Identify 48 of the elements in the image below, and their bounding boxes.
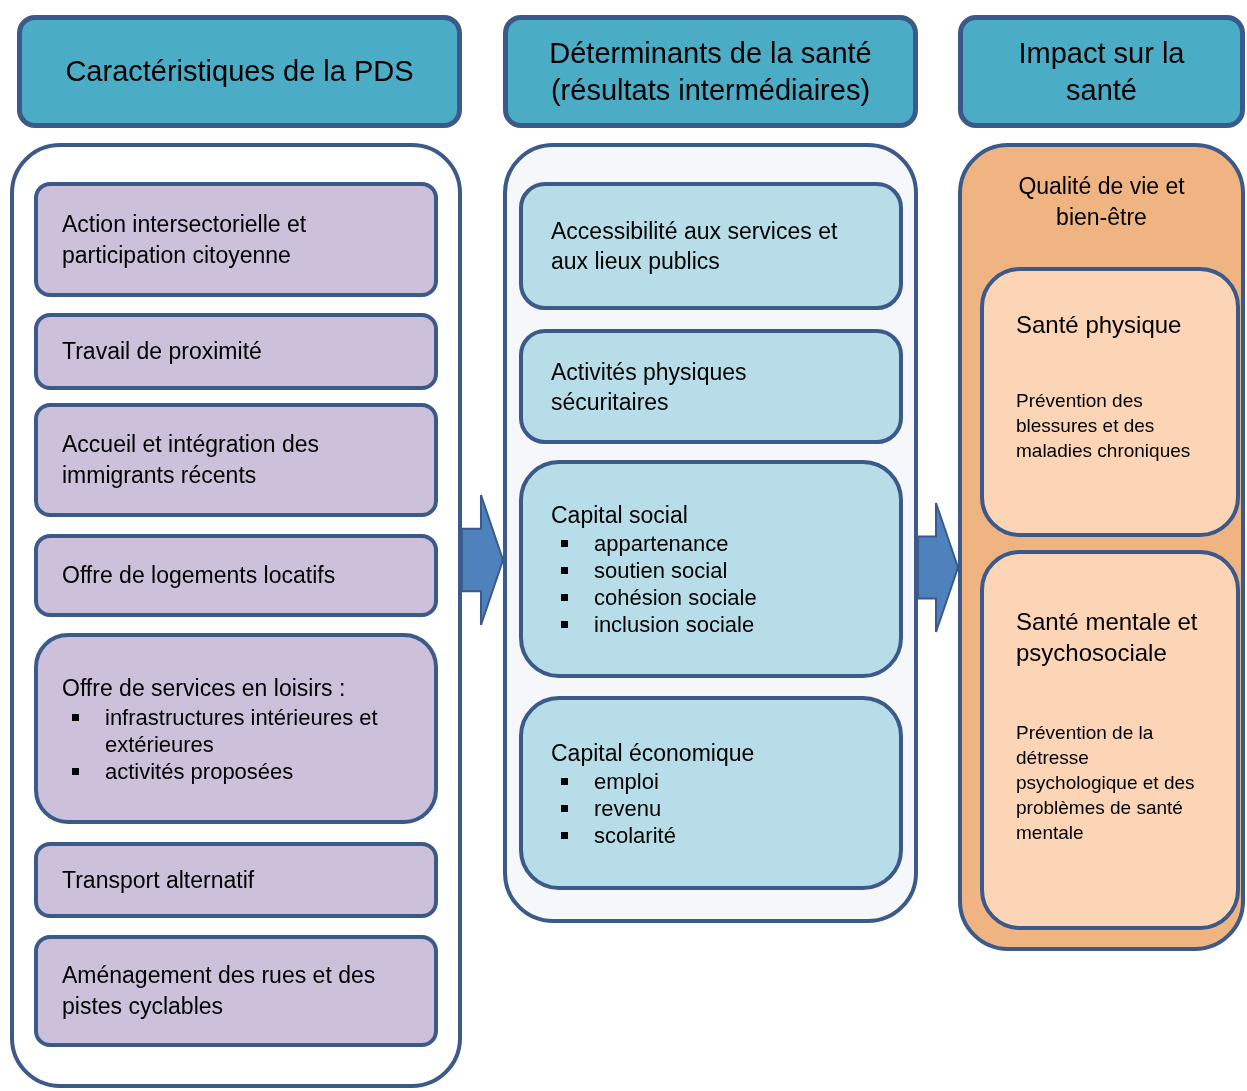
feature-box bbox=[34, 182, 438, 297]
box-heading: Santé mentale et psychosociale bbox=[1016, 607, 1199, 668]
impact-panel bbox=[958, 143, 1245, 951]
feature-box bbox=[34, 534, 438, 617]
bullet-item: emploi bbox=[594, 767, 659, 795]
column-panel bbox=[503, 143, 918, 923]
box-description: Prévention des blessures et des maladies chroniques bbox=[1016, 389, 1192, 463]
box-heading: Capital économique bbox=[551, 738, 756, 768]
bullet-item: scolarité bbox=[594, 821, 676, 849]
box-label: Impact sur la santé bbox=[1017, 35, 1186, 108]
box-label: Déterminants de la santé (résultats intermédiaires) bbox=[548, 35, 873, 108]
box-label: Accessibilité aux services et aux lieux publics bbox=[551, 217, 839, 276]
column-panel bbox=[10, 143, 462, 1088]
block-arrow bbox=[461, 494, 505, 626]
box-label: Offre de logements locatifs bbox=[62, 561, 337, 590]
block-arrow bbox=[917, 502, 960, 633]
box-label: Caractéristiques de la PDS bbox=[65, 54, 414, 89]
box-label: Aménagement des rues et des pistes cyclables bbox=[62, 961, 377, 1021]
determinant-box bbox=[519, 182, 903, 310]
box-label: Accueil et intégration des immigrants récents bbox=[62, 430, 320, 490]
column-header bbox=[503, 15, 918, 128]
box-heading: Santé physique bbox=[1016, 310, 1183, 340]
bullet-item: inclusion sociale bbox=[594, 611, 755, 638]
determinant-box bbox=[519, 460, 903, 678]
feature-box bbox=[34, 633, 438, 824]
box-heading: Capital social bbox=[551, 501, 689, 530]
bullet-item: soutien social bbox=[594, 557, 728, 584]
column-header bbox=[958, 15, 1245, 128]
column-header bbox=[17, 15, 462, 128]
feature-box bbox=[34, 935, 438, 1047]
box-label: Travail de proximité bbox=[62, 337, 263, 366]
impact-box bbox=[980, 267, 1240, 537]
box-label: Activités physiques sécuritaires bbox=[551, 357, 748, 417]
feature-box bbox=[34, 842, 438, 918]
box-label: Transport alternatif bbox=[62, 865, 256, 895]
impact-box bbox=[980, 550, 1240, 930]
bullet-item: revenu bbox=[594, 794, 662, 822]
feature-box bbox=[34, 403, 438, 517]
feature-box bbox=[34, 313, 438, 390]
box-label: Action intersectorielle et participation citoyenne bbox=[62, 209, 308, 270]
box-heading: Offre de services en loisirs : bbox=[62, 673, 347, 703]
box-description: Prévention de la détresse psychologique et des problèmes de santé mentale bbox=[1016, 721, 1196, 845]
bullet-item: cohésion sociale bbox=[594, 584, 757, 611]
determinant-box bbox=[519, 329, 903, 444]
bullet-item: activités proposées bbox=[105, 757, 294, 785]
determinant-box bbox=[519, 696, 903, 890]
bullet-item: appartenance bbox=[594, 530, 729, 557]
panel-title: Qualité de vie et bien-être bbox=[1017, 172, 1186, 232]
